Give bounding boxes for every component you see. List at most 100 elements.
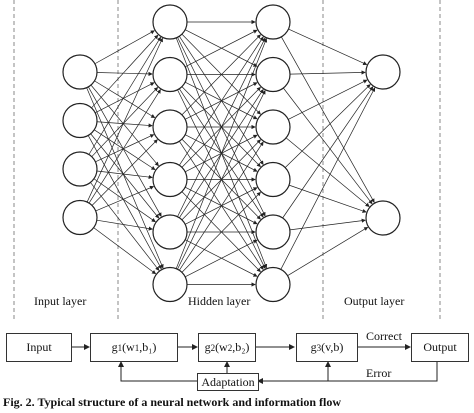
connection-input-1-hidden1-0 bbox=[91, 34, 159, 109]
connection-hidden2-1-output-1 bbox=[283, 87, 373, 205]
connection-input-2-hidden1-3 bbox=[96, 170, 153, 180]
connection-hidden2-5-output-1 bbox=[287, 226, 369, 277]
connection-input-3-hidden1-4 bbox=[96, 219, 153, 231]
input-neuron-0 bbox=[62, 54, 98, 90]
output-box: Output bbox=[411, 333, 469, 362]
hidden2-neuron-3 bbox=[255, 161, 291, 198]
connection-hidden2-2-output-0 bbox=[288, 79, 368, 120]
error-label: Error bbox=[366, 366, 392, 380]
connection-hidden1-1-hidden2-0 bbox=[184, 29, 258, 68]
connection-hidden2-5-output-0 bbox=[280, 87, 376, 270]
connection-hidden2-1-output-0 bbox=[289, 70, 366, 75]
connection-input-3-hidden1-0 bbox=[86, 37, 163, 203]
g2-sub-w: 2 bbox=[227, 342, 233, 353]
connection-input-0-hidden1-4 bbox=[88, 86, 162, 217]
connection-hidden1-4-hidden2-0 bbox=[177, 37, 266, 217]
hidden2-neuron-1 bbox=[255, 56, 291, 93]
g1-sub-w: 1 bbox=[134, 342, 140, 353]
hidden1-neuron-4 bbox=[152, 214, 188, 250]
figure-caption: Fig. 2. Typical structure of a neural ne… bbox=[3, 395, 341, 409]
connection-hidden1-2-hidden2-0 bbox=[181, 34, 261, 116]
connection-hidden1-5-hidden2-2 bbox=[179, 141, 264, 271]
connection-input-2-hidden1-1 bbox=[91, 87, 159, 157]
connection-input-0-hidden1-3 bbox=[90, 84, 159, 167]
output-neuron-1 bbox=[365, 200, 401, 236]
connection-input-3-hidden1-5 bbox=[93, 227, 157, 275]
connection-hidden1-5-hidden2-0 bbox=[175, 38, 268, 269]
connection-hidden2-0-output-1 bbox=[281, 36, 375, 203]
adaptation-box: Adaptation bbox=[197, 373, 259, 391]
input-neuron-3 bbox=[62, 199, 98, 236]
input-box: Input bbox=[6, 333, 72, 362]
connection-hidden1-2-hidden2-3 bbox=[184, 134, 258, 172]
adaptation-to-g1 bbox=[118, 361, 197, 382]
connection-hidden2-4-output-1 bbox=[289, 218, 366, 231]
input-neuron-2 bbox=[62, 151, 98, 187]
connection-input-1-hidden1-4 bbox=[90, 133, 160, 219]
hidden1-neuron-2 bbox=[152, 109, 188, 145]
g1-args-open: (w bbox=[122, 340, 135, 354]
connection-hidden1-5-hidden2-3 bbox=[181, 191, 261, 273]
hidden2-neuron-4 bbox=[255, 214, 291, 250]
hidden1-neuron-0 bbox=[152, 4, 188, 40]
connection-hidden1-4-hidden2-5 bbox=[184, 239, 258, 277]
connection-hidden1-3-hidden2-5 bbox=[181, 191, 261, 273]
connection-hidden1-1-hidden2-2 bbox=[184, 81, 258, 120]
connection-input-3-hidden1-1 bbox=[88, 89, 161, 204]
connection-hidden1-2-hidden2-4 bbox=[181, 138, 261, 220]
connection-input-0-hidden1-5 bbox=[86, 87, 164, 269]
output-layer-label: Output layer bbox=[344, 294, 405, 308]
g3-args: (v,b) bbox=[321, 340, 344, 354]
g2-sub: 2 bbox=[210, 342, 216, 353]
g1-args-close: ,b₁) bbox=[139, 340, 157, 354]
g3-name: g bbox=[310, 340, 317, 354]
input-layer-label: Input layer bbox=[34, 294, 87, 308]
connection-input-3-hidden1-2 bbox=[91, 139, 158, 206]
connection-hidden1-0-hidden2-2 bbox=[181, 33, 261, 115]
connection-input-1-hidden1-3 bbox=[94, 129, 156, 171]
g1-name: g bbox=[111, 340, 118, 354]
hidden1-neuron-1 bbox=[152, 56, 188, 93]
output-neuron-0 bbox=[365, 54, 401, 90]
connection-input-1-hidden1-1 bbox=[94, 82, 155, 114]
connection-hidden2-4-output-0 bbox=[282, 86, 374, 219]
hidden2-neuron-5 bbox=[255, 266, 291, 303]
connection-hidden2-2-output-1 bbox=[285, 137, 370, 207]
connection-input-0-hidden1-2 bbox=[94, 80, 156, 118]
correct-label: Correct bbox=[366, 329, 402, 343]
g3-sub: 3 bbox=[316, 342, 322, 353]
connections bbox=[86, 19, 376, 287]
connection-input-3-hidden1-3 bbox=[95, 185, 155, 212]
input-neuron-1 bbox=[62, 102, 98, 139]
connection-hidden1-5-hidden2-4 bbox=[184, 239, 258, 278]
g2-name: g bbox=[204, 340, 211, 354]
connection-input-2-hidden1-5 bbox=[90, 182, 160, 271]
connection-input-1-hidden1-5 bbox=[87, 135, 162, 270]
connection-hidden2-3-output-0 bbox=[284, 84, 371, 168]
g2-args-open: (w bbox=[215, 340, 228, 354]
hidden2-neuron-0 bbox=[255, 4, 291, 40]
connection-input-2-hidden1-4 bbox=[93, 178, 156, 223]
connection-hidden1-0-hidden2-1 bbox=[184, 29, 258, 67]
connection-hidden2-3-output-1 bbox=[288, 184, 367, 213]
connection-hidden2-0-output-0 bbox=[288, 28, 368, 66]
connection-hidden1-3-hidden2-4 bbox=[184, 186, 258, 225]
connection-input-1-hidden1-2 bbox=[96, 121, 153, 128]
hidden-layer-label: Hidden layer bbox=[188, 294, 251, 308]
connection-input-0-hidden1-0 bbox=[94, 30, 155, 65]
hidden1-neuron-5 bbox=[152, 266, 188, 303]
connection-input-2-hidden1-0 bbox=[88, 36, 161, 155]
g1-sub: 1 bbox=[117, 342, 123, 353]
neurons bbox=[62, 4, 401, 303]
adaptation-to-g3 bbox=[258, 361, 331, 382]
hidden1-neuron-3 bbox=[152, 161, 188, 198]
connection-input-2-hidden1-2 bbox=[95, 134, 155, 163]
connection-hidden1-3-hidden2-0 bbox=[179, 36, 264, 166]
error-feedback-line bbox=[257, 359, 438, 384]
connection-input-0-hidden1-1 bbox=[96, 71, 153, 77]
hidden2-neuron-2 bbox=[255, 109, 291, 145]
